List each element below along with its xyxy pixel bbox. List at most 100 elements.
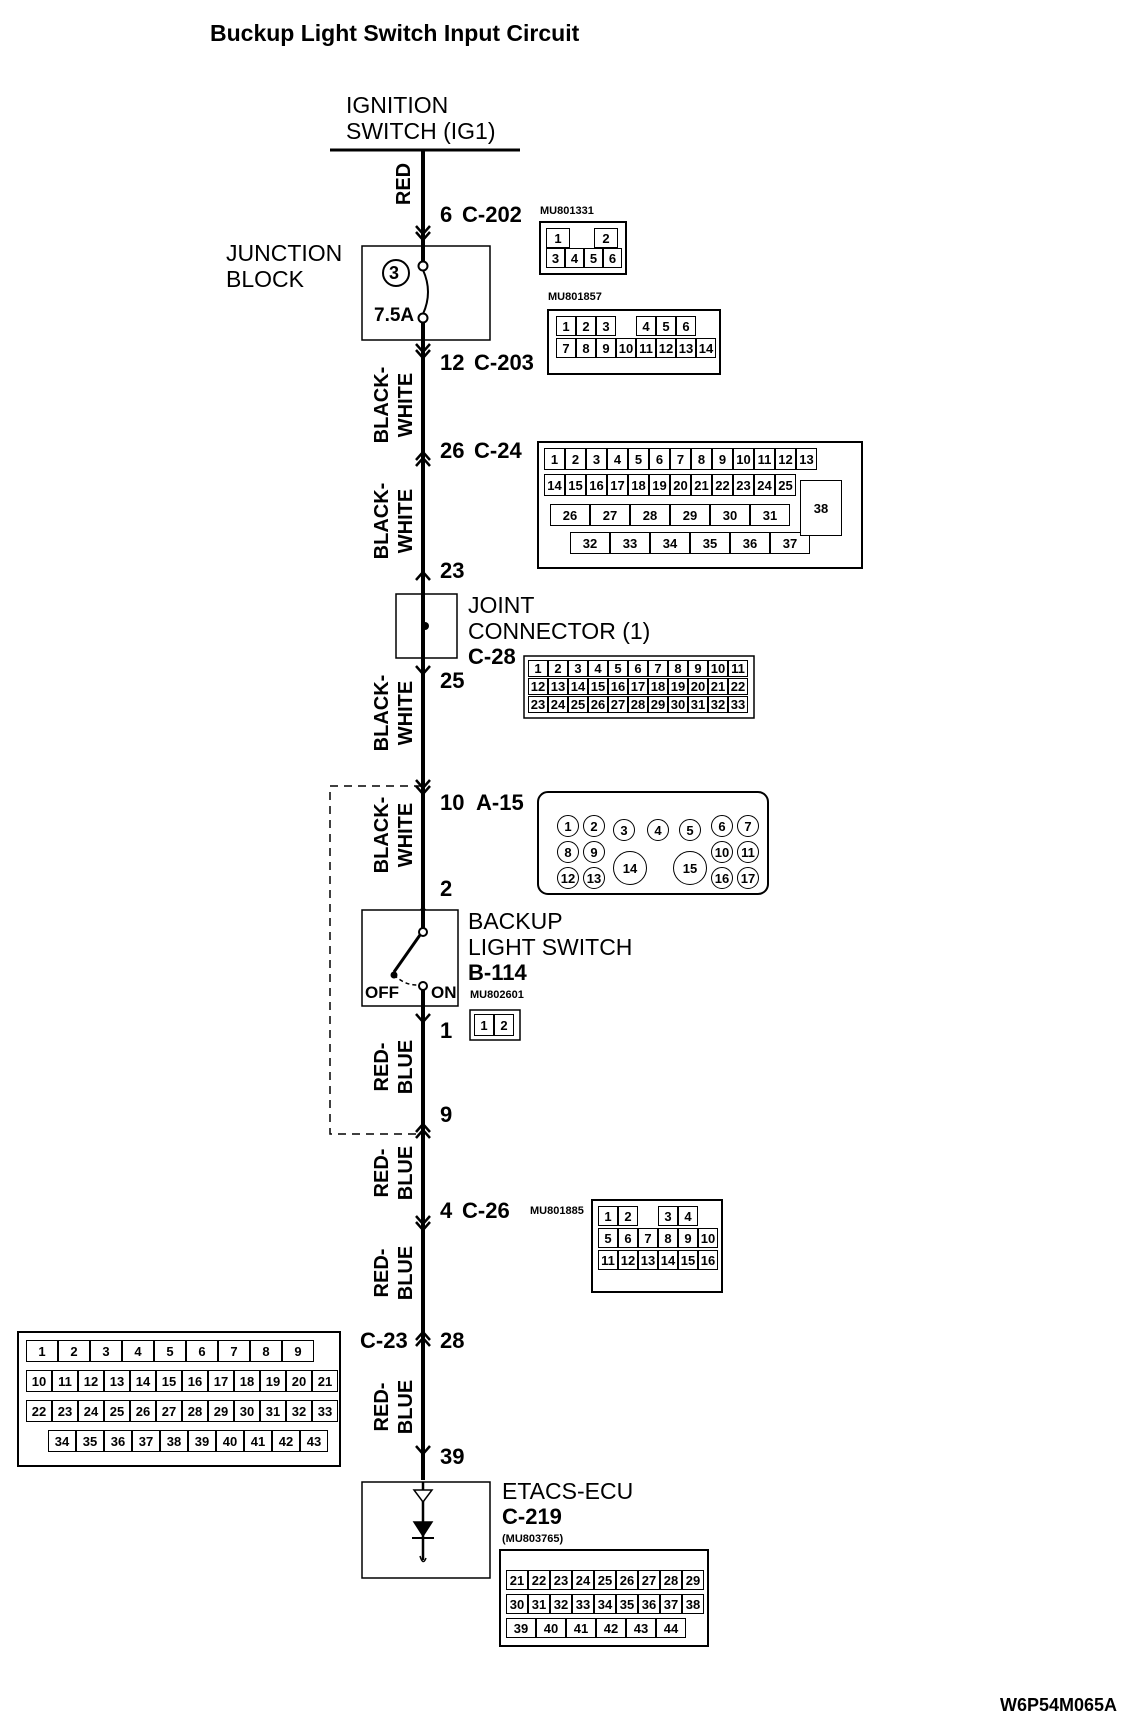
c23-pin: 1 xyxy=(26,1340,58,1362)
c28-pin: 14 xyxy=(568,678,588,695)
a15-pin: 15 xyxy=(673,851,707,885)
c23-pin: 4 xyxy=(122,1340,154,1362)
c28-pin: 33 xyxy=(728,696,748,713)
c24-pin: 18 xyxy=(628,474,649,496)
junction-block-label-1: JUNCTION xyxy=(226,240,343,266)
pin-number: 23 xyxy=(440,558,465,583)
c24-pin: 36 xyxy=(730,532,770,554)
c26-pin: 5 xyxy=(598,1228,618,1248)
c23-pin: 37 xyxy=(132,1430,160,1452)
switch-off-label: OFF xyxy=(365,983,399,1002)
c202-pin: 3 xyxy=(546,248,565,268)
wire-color-black: BLACK- xyxy=(371,674,393,752)
c203-pin: 2 xyxy=(576,316,596,336)
c219-pin: 28 xyxy=(660,1570,682,1590)
c219-pin: 29 xyxy=(682,1570,704,1590)
c26-pin: 16 xyxy=(698,1250,718,1270)
c28-pin: 31 xyxy=(688,696,708,713)
c24-pin: 32 xyxy=(570,532,610,554)
c24-pin: 12 xyxy=(775,448,796,470)
c24-pin: 14 xyxy=(544,474,565,496)
c23-pin: 6 xyxy=(186,1340,218,1362)
c202-pin: 5 xyxy=(584,248,603,268)
c24-pin: 5 xyxy=(628,448,649,470)
wire-color-blue: BLUE xyxy=(395,1145,417,1201)
c23-pin: 10 xyxy=(26,1370,52,1392)
wire-color-white: WHITE xyxy=(395,488,417,554)
c219-pin: 21 xyxy=(506,1570,528,1590)
c23-pin: 21 xyxy=(312,1370,338,1392)
c24-pin: 25 xyxy=(775,474,796,496)
c24-pin: 16 xyxy=(586,474,607,496)
c24-pin: 34 xyxy=(650,532,690,554)
c28-pin: 27 xyxy=(608,696,628,713)
c24-pin: 1 xyxy=(544,448,565,470)
c28-pin: 19 xyxy=(668,678,688,695)
c28-pin: 28 xyxy=(628,696,648,713)
c219-pin: 42 xyxy=(596,1618,626,1638)
c28-pin: 4 xyxy=(588,660,608,677)
a15-pin: 13 xyxy=(583,867,605,889)
c219-pin: 25 xyxy=(594,1570,616,1590)
c23-pin: 8 xyxy=(250,1340,282,1362)
c24-pin: 8 xyxy=(691,448,712,470)
c26-pin: 1 xyxy=(598,1206,618,1226)
c23-pin: 36 xyxy=(104,1430,132,1452)
c219-pin: 38 xyxy=(682,1594,704,1614)
wire-color-black: BLACK- xyxy=(371,366,393,444)
c26-pin: 13 xyxy=(638,1250,658,1270)
a15-pin: 3 xyxy=(613,819,635,841)
c219-pin: 41 xyxy=(566,1618,596,1638)
c28-pin: 22 xyxy=(728,678,748,695)
c24-pin: 13 xyxy=(796,448,817,470)
ignition-switch-label-2: SWITCH (IG1) xyxy=(346,118,496,144)
a15-pin: 1 xyxy=(557,815,579,837)
c23-pin: 12 xyxy=(78,1370,104,1392)
c219-pin: 43 xyxy=(626,1618,656,1638)
c203-pin: 5 xyxy=(656,316,676,336)
c23-pin: 3 xyxy=(90,1340,122,1362)
c23-pin: 7 xyxy=(218,1340,250,1362)
c26-pin: 6 xyxy=(618,1228,638,1248)
c26-pin: 12 xyxy=(618,1250,638,1270)
c28-pin: 24 xyxy=(548,696,568,713)
c28-pin: 16 xyxy=(608,678,628,695)
c26-pin: 2 xyxy=(618,1206,638,1226)
c23-pin: 43 xyxy=(300,1430,328,1452)
c28-pin: 26 xyxy=(588,696,608,713)
c23-pin: 23 xyxy=(52,1400,78,1422)
c219-pin: 35 xyxy=(616,1594,638,1614)
c23-pin: 5 xyxy=(154,1340,186,1362)
c219-pin: 39 xyxy=(506,1618,536,1638)
c23-pin: 31 xyxy=(260,1400,286,1422)
part-number: (MU803765) xyxy=(502,1533,564,1545)
c28-pin: 15 xyxy=(588,678,608,695)
backup-switch-label-2: LIGHT SWITCH xyxy=(468,934,633,960)
c219-pin: 31 xyxy=(528,1594,550,1614)
c28-pin: 29 xyxy=(648,696,668,713)
a15-pin: 7 xyxy=(737,815,759,837)
pin-number: 26 xyxy=(440,438,465,463)
wire-color-red: RED- xyxy=(371,1382,393,1432)
c23-pin: 32 xyxy=(286,1400,312,1422)
c24-pin: 9 xyxy=(712,448,733,470)
c203-pin: 14 xyxy=(696,338,716,358)
c26-pin: 10 xyxy=(698,1228,718,1248)
pin-number: 4 xyxy=(440,1198,453,1223)
c24-pin: 31 xyxy=(750,504,790,526)
c24-pin: 37 xyxy=(770,532,810,554)
c23-pin: 24 xyxy=(78,1400,104,1422)
a15-pin: 6 xyxy=(711,815,733,837)
pin-number: 12 xyxy=(440,350,465,375)
connector-id: C-203 xyxy=(474,350,534,375)
wire-color-blue: BLUE xyxy=(395,1379,417,1435)
fuse-rating: 7.5A xyxy=(374,305,415,326)
c28-pin: 17 xyxy=(628,678,648,695)
c28-pin: 2 xyxy=(548,660,568,677)
c26-pin: 11 xyxy=(598,1250,618,1270)
wire-color-blue: BLUE xyxy=(395,1245,417,1301)
a15-pin: 17 xyxy=(737,867,759,889)
c28-pin: 13 xyxy=(548,678,568,695)
c219-pin: 37 xyxy=(660,1594,682,1614)
